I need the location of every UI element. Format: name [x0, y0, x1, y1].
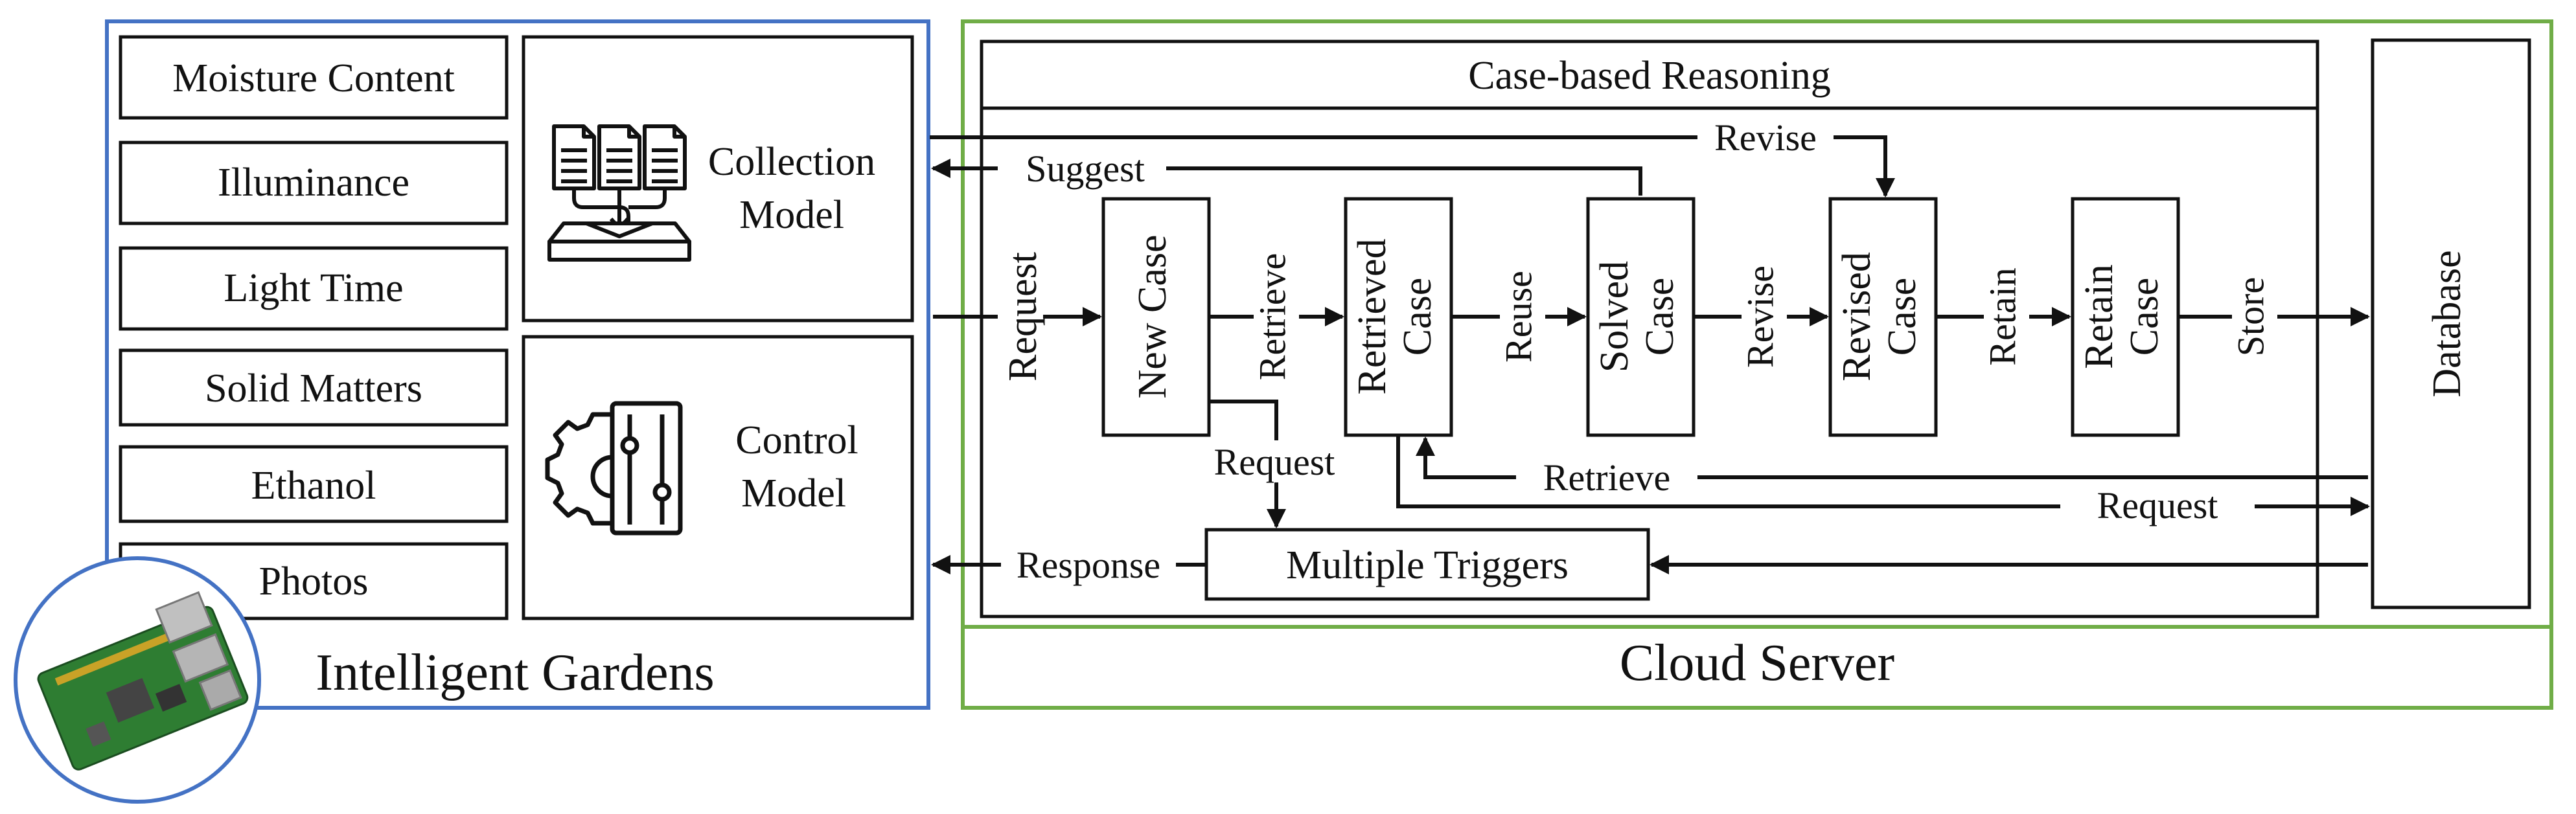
sensor-label: Light Time	[224, 266, 403, 310]
sensor-solid-matters: Solid Matters	[119, 348, 509, 427]
edge-label-retrieve-back: Retrieve	[1543, 457, 1670, 499]
cloud-server-border	[961, 19, 2553, 710]
sensor-illuminance: Illuminance	[119, 141, 509, 225]
database-label: Database	[2425, 250, 2469, 397]
edge-label-retain: Retain	[1981, 267, 2023, 365]
sensor-label: Photos	[259, 560, 369, 604]
collection-model-box: Collection Model	[522, 35, 914, 322]
edge-label-response: Response	[1017, 544, 1160, 586]
control-model-box: Control Model	[522, 335, 914, 620]
edge-label-store: Store	[2229, 277, 2271, 356]
edge-suggest-line	[1166, 166, 1642, 196]
edge-request-trigger-top	[1209, 400, 1278, 440]
edge-retrieve-back-left	[1416, 436, 1516, 479]
sensor-label: Moisture Content	[172, 56, 455, 100]
documents-collection-icon	[547, 124, 691, 262]
retrieved-case-box: RetrievedCase	[1344, 197, 1453, 437]
cloud-server-title: Cloud Server	[1620, 635, 1894, 692]
edge-label-request-db: Request	[2097, 484, 2218, 526]
case-label-line1: SolvedCase	[1593, 261, 1682, 372]
edge-label-revise-top: Revise	[1714, 117, 1817, 159]
gear-sliders-icon	[545, 401, 683, 536]
sensor-ethanol: Ethanol	[119, 445, 509, 523]
raspberry-pi-photo	[14, 556, 261, 804]
intelligent-gardens-title: Intelligent Gardens	[316, 644, 714, 701]
case-label: New Case	[1131, 234, 1175, 398]
sensor-label: Ethanol	[251, 464, 376, 508]
case-label-line1: RevisedCase	[1835, 252, 1924, 381]
edge-label-request-trigger: Request	[1214, 441, 1335, 483]
multiple-triggers-label: Multiple Triggers	[1286, 543, 1569, 587]
case-label-line1: RetainCase	[2077, 264, 2167, 369]
collection-model-label-line2: Model	[739, 193, 844, 237]
multiple-triggers-box: Multiple Triggers	[1204, 528, 1650, 601]
revised-case-box: RevisedCase	[1828, 197, 1938, 437]
edge-label-request-in: Request	[1001, 252, 1045, 381]
database-box: Database	[2371, 38, 2531, 609]
solved-case-box: SolvedCase	[1586, 197, 1696, 437]
edge-label-reuse: Reuse	[1497, 271, 1539, 363]
edge-revise-top-right	[1834, 135, 1895, 198]
sensor-label: Illuminance	[218, 161, 409, 205]
control-model-label-line1: Control	[735, 418, 858, 462]
cbr-title: Case-based Reasoning	[1468, 54, 1831, 98]
edge-label-suggest: Suggest	[1026, 148, 1145, 190]
sensor-light-time: Light Time	[119, 246, 509, 331]
edge-request-db-left	[1396, 435, 2060, 508]
sensor-label: Solid Matters	[205, 367, 422, 411]
retain-case-box: RetainCase	[2071, 197, 2180, 437]
edge-label-revise: Revise	[1739, 266, 1781, 368]
flow-edges: Request Retrieve Reuse Revise Retain Sto…	[930, 117, 2370, 586]
new-case-box: New Case	[1101, 197, 1211, 437]
edge-label-retrieve: Retrieve	[1251, 253, 1293, 380]
intelligent-gardens-border	[105, 19, 930, 710]
control-model-label-line2: Model	[741, 471, 846, 515]
sensor-moisture-content: Moisture Content	[119, 35, 509, 120]
case-label-line1: RetrievedCase	[1350, 238, 1440, 394]
collection-model-label-line1: Collection	[708, 140, 875, 184]
